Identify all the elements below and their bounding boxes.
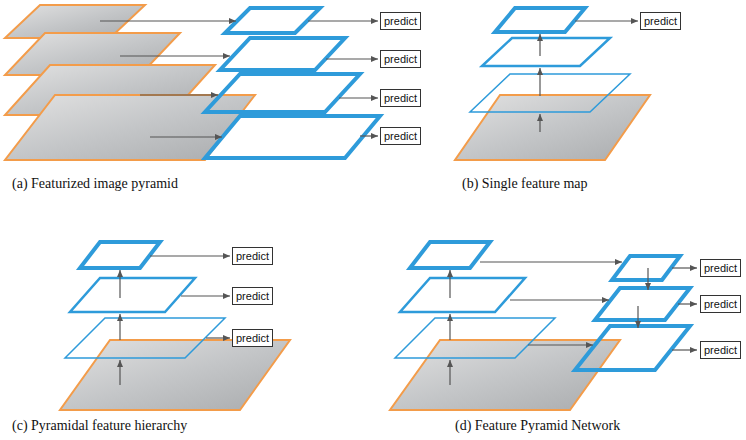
arrow <box>119 314 120 340</box>
feature-map <box>470 74 630 112</box>
predict-label: predict <box>384 14 417 28</box>
predict-label: predict <box>236 331 269 345</box>
arrow <box>672 349 697 350</box>
predict-box: predict <box>640 12 681 30</box>
feature-map <box>400 278 525 312</box>
arrow <box>637 306 638 328</box>
predict-label: predict <box>644 14 677 28</box>
predict-label: predict <box>236 289 269 303</box>
arrow <box>480 261 622 262</box>
arrow <box>326 58 378 59</box>
arrow <box>528 344 593 345</box>
arrow <box>140 94 218 95</box>
arrows <box>450 262 697 385</box>
feature-map <box>575 326 690 370</box>
arrow <box>510 299 609 300</box>
feature-maps <box>470 8 630 112</box>
image-layer <box>5 95 255 160</box>
predict-box: predict <box>380 12 421 30</box>
arrow <box>150 255 230 256</box>
arrow <box>100 20 236 21</box>
feature-map <box>65 318 225 358</box>
arrow <box>647 268 648 290</box>
arrow <box>575 20 638 21</box>
predict-box: predict <box>700 341 741 359</box>
arrow <box>449 314 450 340</box>
arrow <box>678 303 697 304</box>
predict-box: predict <box>232 247 273 265</box>
feature-map <box>595 288 690 320</box>
predict-box: predict <box>700 259 741 277</box>
arrow <box>308 20 378 21</box>
predict-label: predict <box>704 261 737 275</box>
feature-map <box>70 278 195 312</box>
arrow <box>119 270 120 298</box>
feature-map <box>410 242 490 268</box>
arrow <box>449 360 450 385</box>
feature-maps <box>205 8 380 158</box>
predict-label: predict <box>236 249 269 263</box>
feature-maps <box>65 242 225 358</box>
arrow <box>539 34 540 56</box>
feature-maps <box>395 242 690 370</box>
feature-map <box>205 116 380 158</box>
feature-map <box>395 318 555 358</box>
arrow <box>360 135 378 136</box>
predict-label: predict <box>384 129 417 143</box>
arrow <box>150 136 222 137</box>
subfigure-caption: (a) Featurized image pyramid <box>12 176 178 192</box>
arrow <box>119 360 120 385</box>
arrow <box>539 114 540 132</box>
predict-label: predict <box>384 52 417 66</box>
subfigure-caption: (b) Single feature map <box>462 176 588 192</box>
feature-map <box>495 8 585 32</box>
arrow <box>539 68 540 96</box>
predict-box: predict <box>232 287 273 305</box>
feature-map <box>612 256 680 280</box>
image-layer <box>60 340 290 410</box>
image-layer <box>455 95 650 160</box>
predict-box: predict <box>380 127 421 145</box>
predict-box: predict <box>700 295 741 313</box>
subfigure-caption: (c) Pyramidal feature hierarchy <box>12 418 187 434</box>
arrows <box>120 256 230 385</box>
predict-box: predict <box>232 329 273 347</box>
feature-map <box>205 74 360 112</box>
feature-map <box>482 38 610 66</box>
image-pyramid <box>5 5 255 160</box>
arrows <box>540 21 638 132</box>
predict-label: predict <box>704 297 737 311</box>
arrow <box>181 295 230 296</box>
image-layer <box>390 340 620 410</box>
subfigure-caption: (d) Feature Pyramid Network <box>455 418 620 434</box>
feature-map <box>80 242 160 268</box>
arrow <box>449 270 450 298</box>
predict-label: predict <box>384 91 417 105</box>
feature-map <box>225 8 320 33</box>
predict-label: predict <box>704 343 737 357</box>
feature-map <box>220 38 345 70</box>
arrow <box>672 267 697 268</box>
arrow <box>339 97 378 98</box>
predict-box: predict <box>380 89 421 107</box>
arrow <box>120 55 230 56</box>
predict-box: predict <box>380 50 421 68</box>
arrow <box>206 337 230 338</box>
arrows <box>100 21 378 137</box>
